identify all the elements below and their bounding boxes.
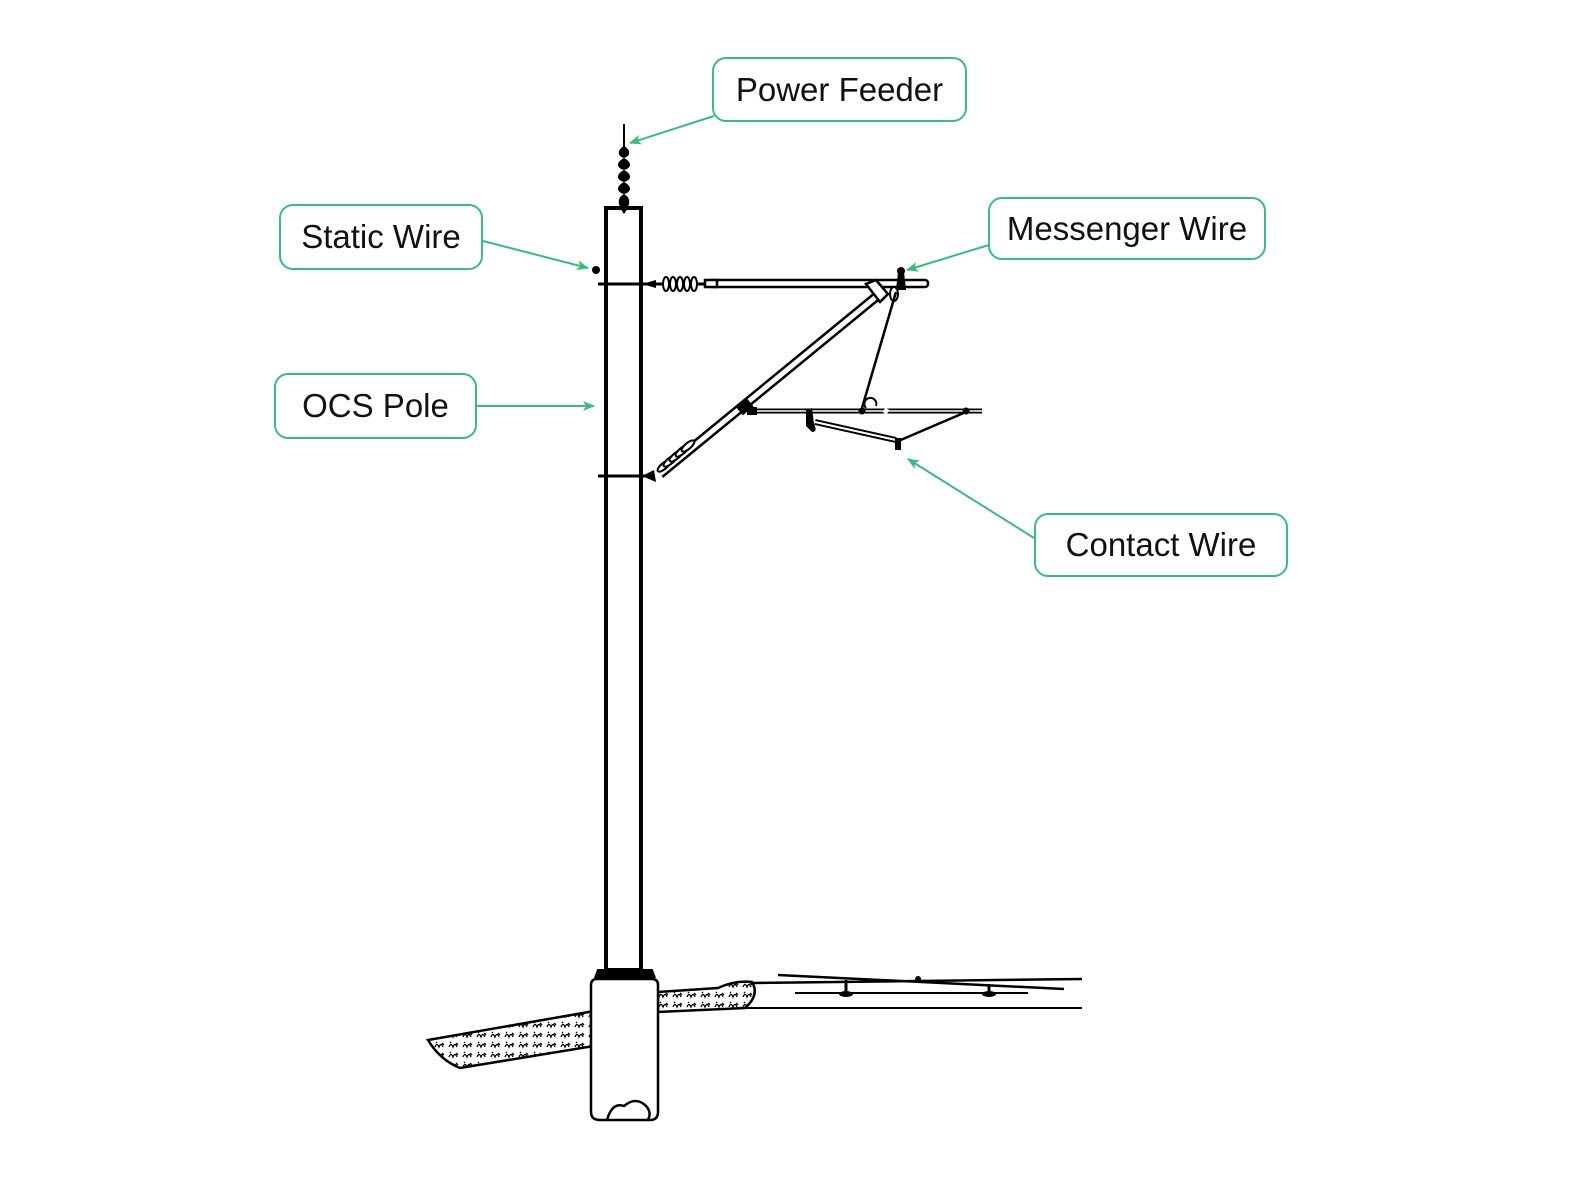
ballast-left	[425, 1008, 602, 1070]
rail-left	[839, 980, 853, 997]
rail-right	[982, 984, 996, 997]
rail-top	[777, 973, 1065, 991]
contact-wire-steady-arm	[814, 410, 967, 450]
label-power-feeder: Power Feeder	[712, 57, 967, 122]
label-messenger-wire: Messenger Wire	[988, 197, 1266, 260]
lower-insulator	[656, 439, 696, 473]
callout-arrows	[477, 115, 1035, 539]
rail-fastener	[915, 976, 921, 982]
arrow-messenger-wire	[906, 244, 990, 272]
steady-hanger	[860, 291, 898, 409]
hanger-hook	[863, 396, 878, 409]
label-ocs-pole: OCS Pole	[274, 373, 477, 439]
upper-insulator	[656, 276, 708, 292]
ocs-pole	[598, 206, 650, 972]
diagonal-brace	[642, 278, 890, 482]
ballast-right	[656, 980, 757, 1014]
static-wire	[592, 266, 600, 274]
messenger-wire-clamp	[889, 267, 906, 302]
foundation	[589, 969, 660, 1122]
registration-arm	[747, 407, 982, 432]
arrow-contact-wire	[907, 458, 1035, 539]
label-contact-wire: Contact Wire	[1034, 513, 1288, 577]
power-feeder-insulator	[618, 124, 630, 214]
arrow-power-feeder	[629, 115, 715, 145]
label-static-wire: Static Wire	[279, 204, 483, 270]
ground	[425, 973, 1083, 1070]
arrow-static-wire	[482, 240, 589, 271]
